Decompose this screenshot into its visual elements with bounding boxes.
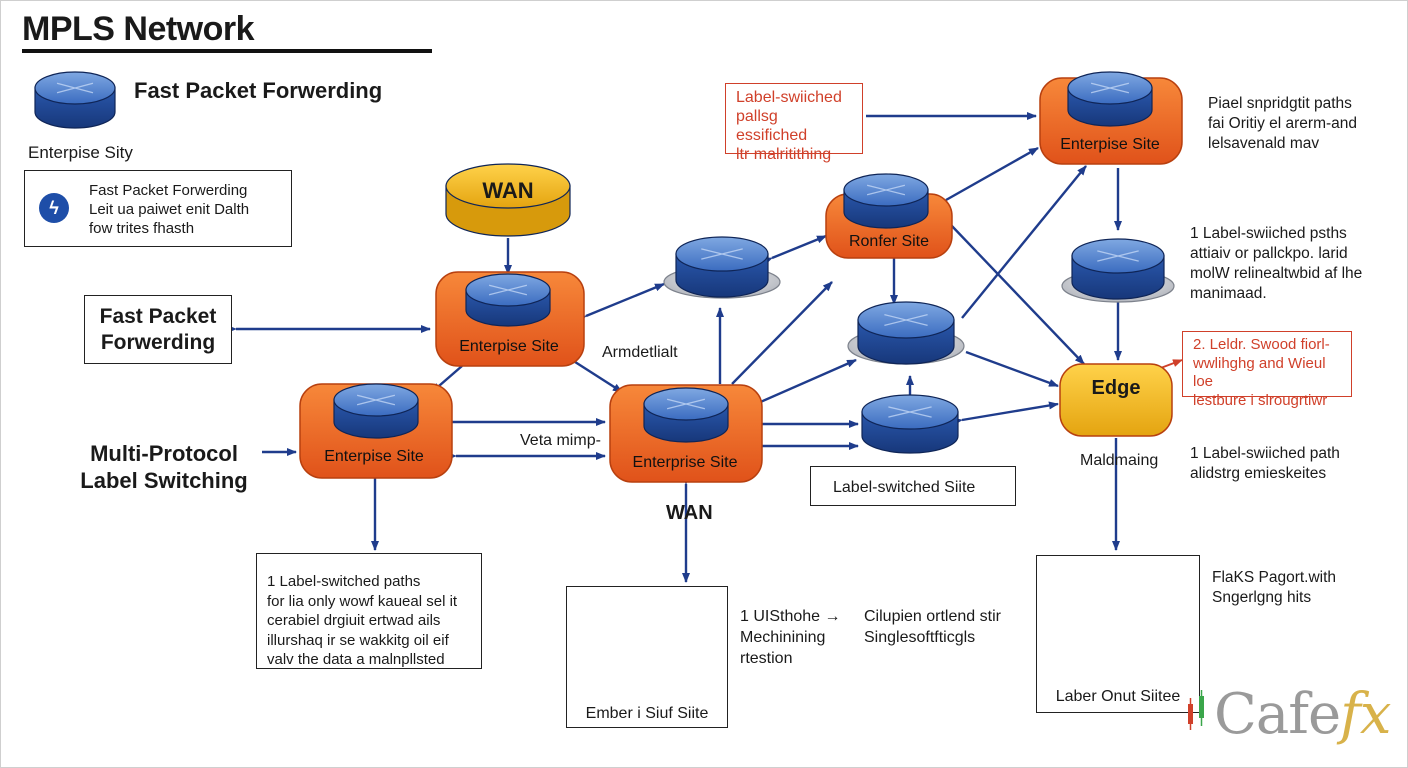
router-site-router <box>843 173 929 229</box>
link-center-mid <box>746 358 857 412</box>
uisthohe-label: 1 UISthohe → Mechinining rtestion <box>740 608 841 667</box>
edge-label: Edge <box>1091 377 1141 399</box>
legend-info-box: ϟ Fast Packet Forwerding Leit ua paiwet … <box>24 170 292 247</box>
mpls-label: Multi-Protocol Label Switching <box>80 441 248 493</box>
edge-node <box>1059 363 1173 437</box>
watermark-accent: fx <box>1340 682 1391 747</box>
link-mid-tr <box>961 165 1087 319</box>
enterprise-center-label: Enterprise Site <box>632 454 738 471</box>
label-switched-site-label: Label-switched Siite <box>833 479 976 496</box>
right-note-1: Piael snpridgtit paths fai Oritiy el are… <box>1208 95 1358 152</box>
link-mid-edge <box>965 350 1059 388</box>
title-underline <box>22 49 432 53</box>
router-rt3 <box>861 394 959 454</box>
enterprise-left-router <box>333 383 419 439</box>
router-site-label: Ronfer Site <box>848 233 930 250</box>
red-callout-top: Label-swiiched pallsg essifiched ltr mal… <box>725 83 863 163</box>
bottom-left-text: 1 Label-switched paths for lia only wowf… <box>267 573 458 668</box>
link-upper-rt1 <box>576 282 665 324</box>
candlestick-logo-icon <box>1188 690 1204 730</box>
right-note-3: 1 Label-swiiched path alidstrg emieskeit… <box>1190 445 1340 482</box>
link-rt3-edge <box>952 401 1059 426</box>
lightning-icon: ϟ <box>39 193 69 223</box>
bottom-right-box: Laber Onut Siitee <box>1036 555 1200 713</box>
legend-router-heading: Fast Packet Forwerding <box>134 78 383 103</box>
link-router-tr <box>945 146 1039 202</box>
wan-bottom-label: WAN <box>666 502 713 524</box>
veta-mimp-label: Veta mimp- <box>520 432 601 449</box>
watermark-main: Cafe <box>1214 682 1341 747</box>
enterprise-upper-router <box>465 273 551 327</box>
enterprise-topright-label: Enterpise Site <box>1060 136 1160 153</box>
bottom-center-box: Ember i Siuf Siite <box>566 586 728 728</box>
router-mid <box>857 301 955 365</box>
right-note-2: 1 Label-swiiched psths attiaiv or pallck… <box>1190 225 1363 302</box>
ember-site-label: Ember i Siuf Siite <box>585 705 709 722</box>
armdetlialt-label: Armdetlialt <box>602 344 678 361</box>
red-callout-right: 2. Leldr. Swood fiorl- wwlihghg and Wieu… <box>1182 331 1352 409</box>
router-rt1 <box>675 236 769 298</box>
bottom-left-box: 1 Label-switched paths for lia only wowf… <box>256 553 482 669</box>
link-upper-center <box>571 358 623 394</box>
watermark-logo: Cafefx <box>1214 682 1391 747</box>
fast-packet-label: Fast Packet Forwerding <box>99 305 217 354</box>
wan-top-node <box>445 163 571 237</box>
label-onut-site-label: Laber Onut Siitee <box>1055 688 1181 705</box>
enterprise-topright-router <box>1067 71 1153 127</box>
legend-router-caption: Enterpise Sity <box>28 143 133 162</box>
router-right <box>1071 238 1165 300</box>
link-router-edge <box>949 223 1085 365</box>
enterprise-center-router <box>643 387 729 443</box>
maldmaing-label: Maldmaing <box>1080 452 1159 469</box>
label-switched-site-box: Label-switched Siite <box>810 466 1016 506</box>
wan-top-label: WAN <box>482 178 534 203</box>
page-title: MPLS Network <box>22 10 255 48</box>
cilupien-label: Cilupien ortlend stir Singlesoftfticgls <box>864 608 1001 646</box>
link-rt1-router <box>762 234 827 266</box>
enterprise-left-label: Enterpise Site <box>324 448 424 465</box>
enterprise-upper-label: Enterpise Site <box>459 338 559 355</box>
fast-packet-box: Fast Packet Forwerding <box>84 295 232 364</box>
right-note-4: FlaKS Pagort.with Sngerlgng hits <box>1212 569 1337 606</box>
legend-router-icon <box>34 71 116 129</box>
legend-info-text: Fast Packet Forwerding Leit ua paiwet en… <box>89 182 250 237</box>
